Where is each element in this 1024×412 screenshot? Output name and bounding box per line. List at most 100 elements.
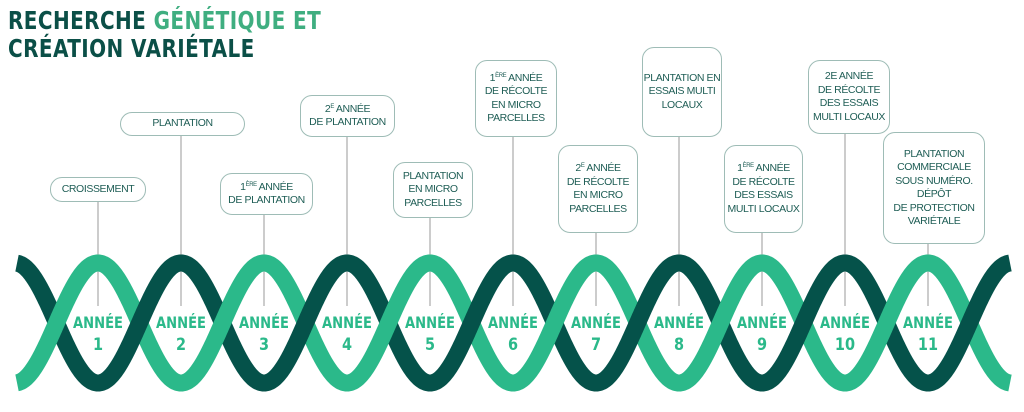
light-strand-segment xyxy=(512,254,597,392)
year-label-1: ANNÉE 1 xyxy=(63,313,133,357)
year-word: ANNÉE xyxy=(570,313,622,332)
year-number: 8 xyxy=(673,335,685,355)
dark-strand-segment xyxy=(97,254,182,392)
step-text-line: PLANTATION xyxy=(903,147,965,160)
text-post: ANNÉE xyxy=(333,102,371,115)
text-sup: ÈRE xyxy=(495,72,507,79)
step-text-line: PARCELLES xyxy=(487,112,545,124)
step-text-line: PARCELLES xyxy=(404,196,462,209)
step-text-line: DE RÉCOLTE xyxy=(566,175,630,188)
title-part-1: RECHERCHE xyxy=(8,6,154,35)
year-number: 3 xyxy=(258,335,270,355)
step-text-line: ESSAIS MULTI xyxy=(648,85,716,98)
title-line-2: CRÉATION VARIÉTALE xyxy=(8,34,255,63)
year-number: 2 xyxy=(175,335,187,355)
year-word: ANNÉE xyxy=(155,313,207,332)
year-word: ANNÉE xyxy=(819,313,871,332)
year-label-3: ANNÉE 3 xyxy=(229,313,299,357)
text-sup: ÈRE xyxy=(742,163,755,169)
step-text-line: LOCAUX xyxy=(661,98,703,111)
step-text-line: DE RÉCOLTE xyxy=(732,175,795,188)
text-pre: 2 xyxy=(575,162,581,174)
text-post: ANNÉE xyxy=(256,180,294,193)
year-number: 4 xyxy=(341,335,353,355)
dark-strand-segment xyxy=(263,254,348,392)
step-text-line: SOUS NUMÉRO. xyxy=(895,174,973,187)
year-number: 1 xyxy=(92,335,104,355)
year-word: ANNÉE xyxy=(736,313,788,332)
year-word: ANNÉE xyxy=(902,313,954,332)
step-text-line: DES ESSAIS xyxy=(819,97,879,109)
step-text-line: PLANTATION EN xyxy=(643,71,721,84)
step-text-line: DE PLANTATION xyxy=(228,194,305,206)
text-pre: 1 xyxy=(489,71,496,84)
text-sup: E xyxy=(580,163,585,169)
year-label-2: ANNÉE 2 xyxy=(146,313,216,357)
text-sup: E xyxy=(330,103,334,110)
text-pre: 1 xyxy=(240,180,246,193)
text-post: ANNÉE xyxy=(584,162,621,174)
step-text-line: PLANTATION xyxy=(402,169,464,182)
year-word: ANNÉE xyxy=(238,313,290,332)
step-text-line: VARIÉTALE xyxy=(907,215,961,227)
light-strand-segment xyxy=(180,254,265,392)
text-pre: 1 xyxy=(737,162,743,174)
year-word: ANNÉE xyxy=(321,313,373,332)
step-text-line: 2E ANNÉE xyxy=(575,162,621,176)
step-text-line: EN MICRO xyxy=(408,183,458,196)
light-strand-segment xyxy=(15,254,99,392)
step-text-line: DE PLANTATION xyxy=(309,116,386,128)
step-text-line: MULTI LOCAUX xyxy=(727,202,800,215)
year-number: 6 xyxy=(507,335,519,355)
light-strand-segment xyxy=(346,254,431,392)
text-pre: 2 xyxy=(324,102,331,115)
step-text-line: 1ÈRE ANNÉE xyxy=(490,72,543,86)
step-text-line: DES ESSAIS xyxy=(734,189,793,201)
step-box-year-1: CROISSEMENT xyxy=(50,177,146,202)
light-strand-segment xyxy=(678,254,763,392)
step-text-line: 2E ANNÉE xyxy=(824,70,874,82)
text-post: ANNÉE xyxy=(753,162,791,174)
year-word: ANNÉE xyxy=(653,313,705,332)
dark-strand-segment xyxy=(927,254,1012,392)
year-label-5: ANNÉE 5 xyxy=(395,313,465,357)
page-title: RECHERCHE GÉNÉTIQUE ET CRÉATION VARIÉTAL… xyxy=(8,7,321,63)
step-text-line: MULTI LOCAUX xyxy=(812,110,886,123)
year-label-11: ANNÉE 11 xyxy=(893,313,963,357)
step-text-line: DE RÉCOLTE xyxy=(484,85,548,97)
year-number: 10 xyxy=(834,335,856,355)
dark-strand-segment xyxy=(429,254,514,392)
step-text-line: 1ÈRE ANNÉE xyxy=(240,181,293,195)
step-text-line: PLANTATION xyxy=(152,117,213,130)
step-box-year-2: PLANTATION xyxy=(120,112,245,136)
step-text-line: 2E ANNÉE xyxy=(324,102,371,117)
year-label-8: ANNÉE 8 xyxy=(644,313,714,357)
text-post: ANNÉE xyxy=(506,71,543,84)
title-accent: GÉNÉTIQUE ET xyxy=(153,6,322,35)
step-text-line: PARCELLES xyxy=(569,202,627,215)
text-sup: ÈRE xyxy=(245,181,258,188)
year-number: 11 xyxy=(917,335,939,355)
step-text-line: DÉPÔT xyxy=(916,188,952,200)
year-number: 7 xyxy=(590,335,602,355)
step-text-line: DE RÉCOLTE xyxy=(817,83,881,96)
year-word: ANNÉE xyxy=(404,313,456,332)
step-text-line: DE PROTECTION xyxy=(893,201,975,214)
year-label-10: ANNÉE 10 xyxy=(810,313,880,357)
step-text-line: COMMERCIALE xyxy=(897,161,971,173)
year-number: 5 xyxy=(424,335,436,355)
step-text-line: 1ÈRE ANNÉE xyxy=(737,162,790,176)
year-word: ANNÉE xyxy=(72,313,124,332)
